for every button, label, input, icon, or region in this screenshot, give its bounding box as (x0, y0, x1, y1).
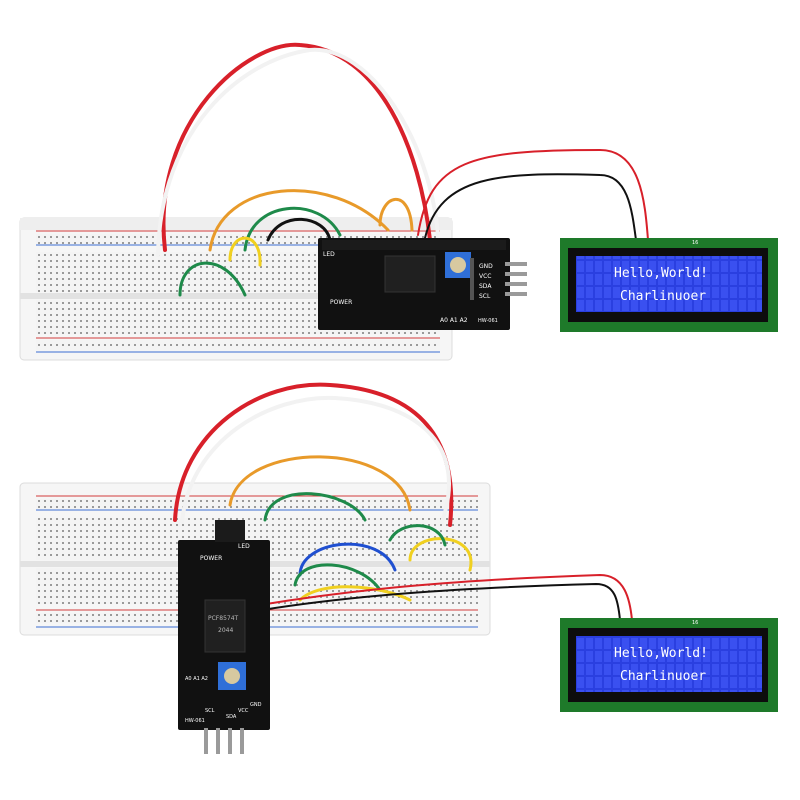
lcd-display-top: 16 Hello,World! Charlinuoer (560, 238, 778, 332)
address-label: A0 A1 A2 (440, 317, 468, 324)
lcd-pin-end: 16 (692, 620, 698, 626)
model-label: HW-061 (478, 318, 498, 324)
lcd-line-2: Charlinuoer (620, 669, 706, 684)
power-label: POWER (330, 299, 352, 306)
pin-label-vcc: VCC (479, 273, 491, 280)
pin-label-sda: SDA (226, 714, 237, 720)
lcd-line-1: Hello,World! (614, 646, 708, 661)
lcd-pin-end: 16 (692, 240, 698, 246)
led-label: LED (323, 251, 335, 258)
jumper-wires-top (156, 42, 649, 297)
pin-label-scl: SCL (205, 708, 215, 714)
pin-label-gnd: GND (250, 702, 262, 708)
power-label: POWER (200, 555, 222, 562)
i2c-module-top: GND VCC SDA SCL LED POWER A0 A1 A2 HW-06… (318, 238, 527, 330)
address-label: A0 A1 A2 (185, 676, 208, 682)
i2c-module-bottom: PCF8574T 2044 LED POWER A0 A1 A2 HW-061 … (178, 520, 270, 754)
lcd-line-2: Charlinuoer (620, 289, 706, 304)
model-label: HW-061 (185, 718, 205, 724)
pin-label-scl: SCL (479, 293, 491, 300)
led-label: LED (238, 543, 250, 550)
pin-label-vcc: VCC (238, 708, 249, 714)
lcd-display-bottom: 16 Hello,World! Charlinuoer (560, 618, 778, 712)
lcd-line-1: Hello,World! (614, 266, 708, 281)
pin-label-sda: SDA (479, 283, 492, 290)
chip-marking-2: 2044 (218, 627, 233, 634)
jumper-wires-bottom (173, 382, 633, 621)
chip-marking-1: PCF8574T (208, 615, 239, 622)
pin-label-gnd: GND (479, 263, 493, 270)
